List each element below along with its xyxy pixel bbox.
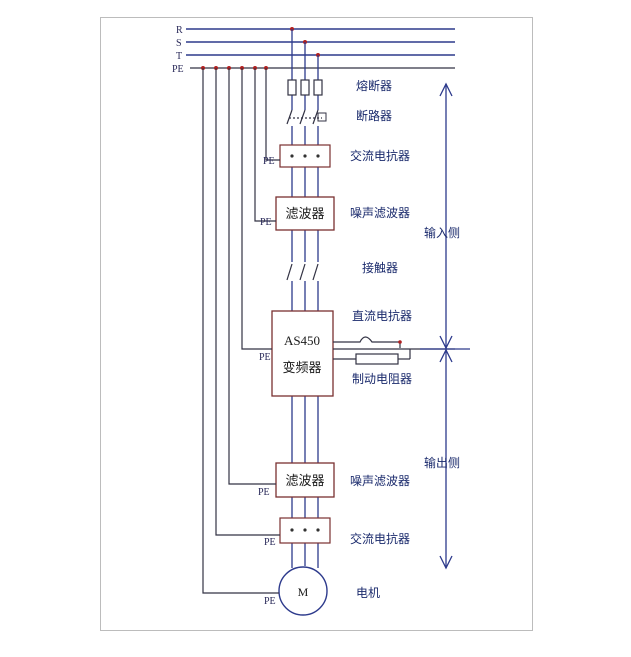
label-breaker: 断路器 — [356, 108, 392, 123]
arrow-up-icon — [439, 82, 453, 97]
inverter-name-label: 变频器 — [282, 360, 321, 376]
pe-label: PE — [264, 596, 276, 607]
label-output-side: 输出侧 — [424, 455, 460, 470]
filter-in-box — [275, 196, 335, 231]
arrow-down-icon — [439, 555, 453, 570]
bus-label-r: R — [176, 25, 183, 36]
diagram-frame — [100, 17, 533, 631]
contactor-symbol — [286, 263, 319, 281]
pe-label: PE — [264, 537, 276, 548]
dc-reactor-and-brake-wiring — [333, 336, 455, 365]
filter-in-label: 滤波器 — [285, 207, 324, 222]
label-brake-resistor: 制动电阻器 — [352, 372, 412, 386]
label-contactor: 接触器 — [362, 260, 398, 275]
bus-junctions — [201, 27, 320, 70]
motor-symbol — [278, 566, 328, 616]
bus-label-pe: PE — [172, 64, 184, 75]
pe-ground-wires — [202, 68, 280, 594]
label-noise-filter-in: 噪声滤波器 — [350, 206, 410, 220]
resistor-symbol — [355, 353, 399, 365]
bus-label-t: T — [176, 51, 182, 62]
inverter-model-label: AS450 — [284, 333, 320, 348]
label-dc-reactor: 直流电抗器 — [352, 308, 412, 323]
bus-label-s: S — [176, 38, 182, 49]
arrow-down-icon — [439, 335, 453, 350]
pe-label: PE — [263, 156, 275, 167]
label-input-side: 输入侧 — [424, 225, 460, 240]
pe-label: PE — [260, 217, 272, 228]
pe-label: PE — [258, 487, 270, 498]
fuses — [287, 79, 323, 96]
arrow-up-icon — [439, 348, 453, 363]
label-ac-reactor-in: 交流电抗器 — [350, 148, 410, 163]
phase-conductors — [291, 29, 319, 568]
label-fuse: 熔断器 — [356, 78, 392, 93]
motor-letter: M — [298, 585, 309, 599]
filter-out-label: 滤波器 — [285, 474, 324, 489]
filter-out-box — [275, 462, 335, 498]
pe-label: PE — [259, 352, 271, 363]
label-noise-filter-out: 噪声滤波器 — [350, 474, 410, 488]
ac-reactor-in-symbol — [279, 144, 331, 168]
power-bus — [186, 28, 455, 69]
fuse-symbol — [287, 79, 297, 96]
side-range-arrows — [420, 82, 470, 570]
ac-reactor-out-symbol — [279, 517, 331, 544]
fuse-symbol — [313, 79, 323, 96]
label-motor: 电机 — [356, 586, 380, 600]
inverter-box — [271, 310, 334, 397]
label-ac-reactor-out: 交流电抗器 — [350, 531, 410, 546]
breaker-symbol — [286, 109, 327, 125]
fuse-symbol — [300, 79, 310, 96]
